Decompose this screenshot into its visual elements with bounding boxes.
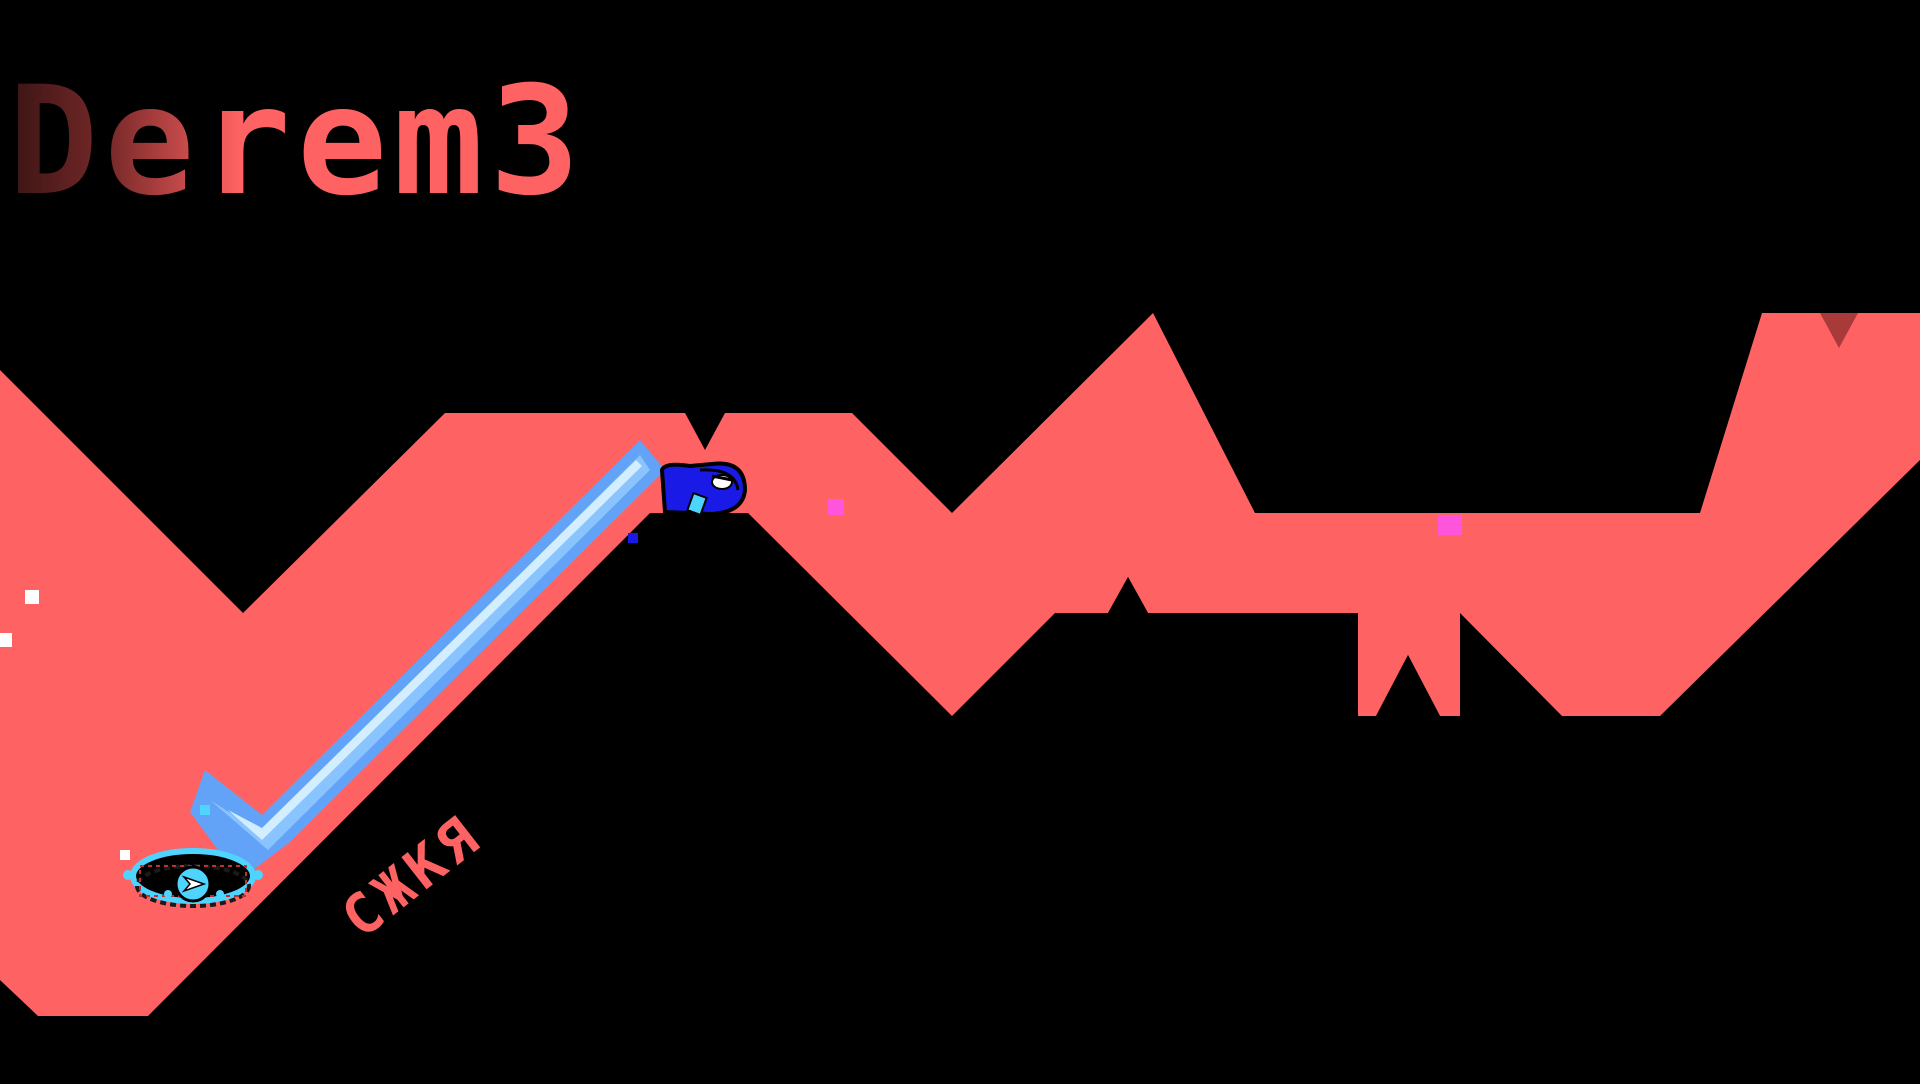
particle (628, 533, 638, 543)
jump-orb-icon (828, 499, 844, 515)
spike-icon (1108, 577, 1148, 613)
particle (0, 633, 12, 647)
gravity-portal-icon (123, 848, 263, 908)
spike-icon (1376, 655, 1440, 716)
level-title: Derem3 (8, 55, 586, 229)
particle (120, 850, 130, 860)
corridor-band (0, 313, 1920, 1016)
jump-orb-icon (1438, 515, 1462, 535)
particle (25, 590, 39, 604)
ship-trail-core (228, 460, 642, 840)
particle (200, 805, 210, 815)
ship-icon[interactable] (659, 461, 748, 517)
ceiling-spike-icon (1820, 313, 1858, 348)
